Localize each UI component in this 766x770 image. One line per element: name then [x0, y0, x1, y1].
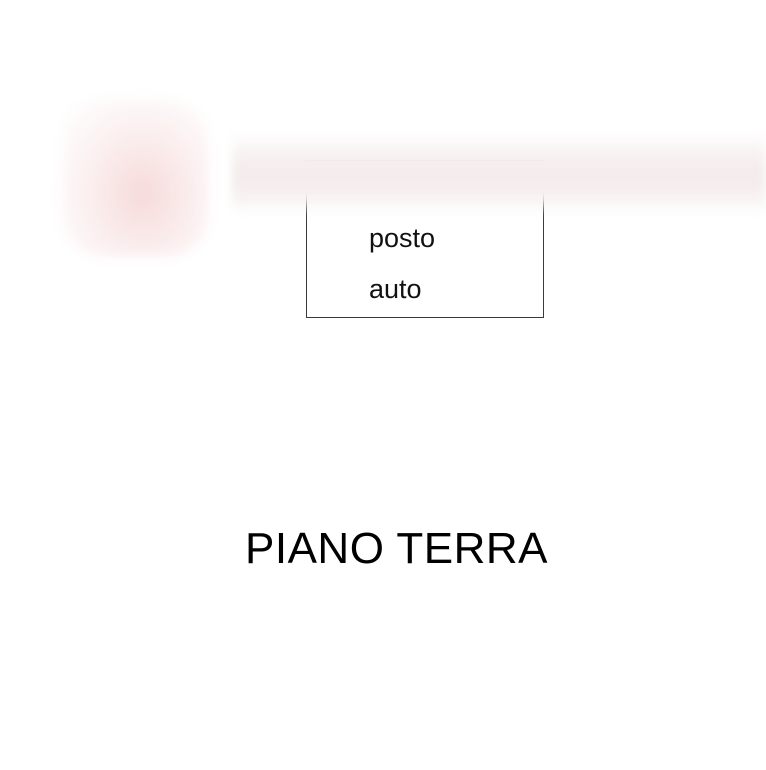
- parking-space-label-line2: auto: [369, 274, 422, 304]
- floor-title: PIANO TERRA: [245, 524, 548, 573]
- parking-space-label-line1: posto: [369, 223, 436, 253]
- blurred-text-watermark: [232, 132, 766, 214]
- blurred-logo-watermark: [62, 100, 208, 256]
